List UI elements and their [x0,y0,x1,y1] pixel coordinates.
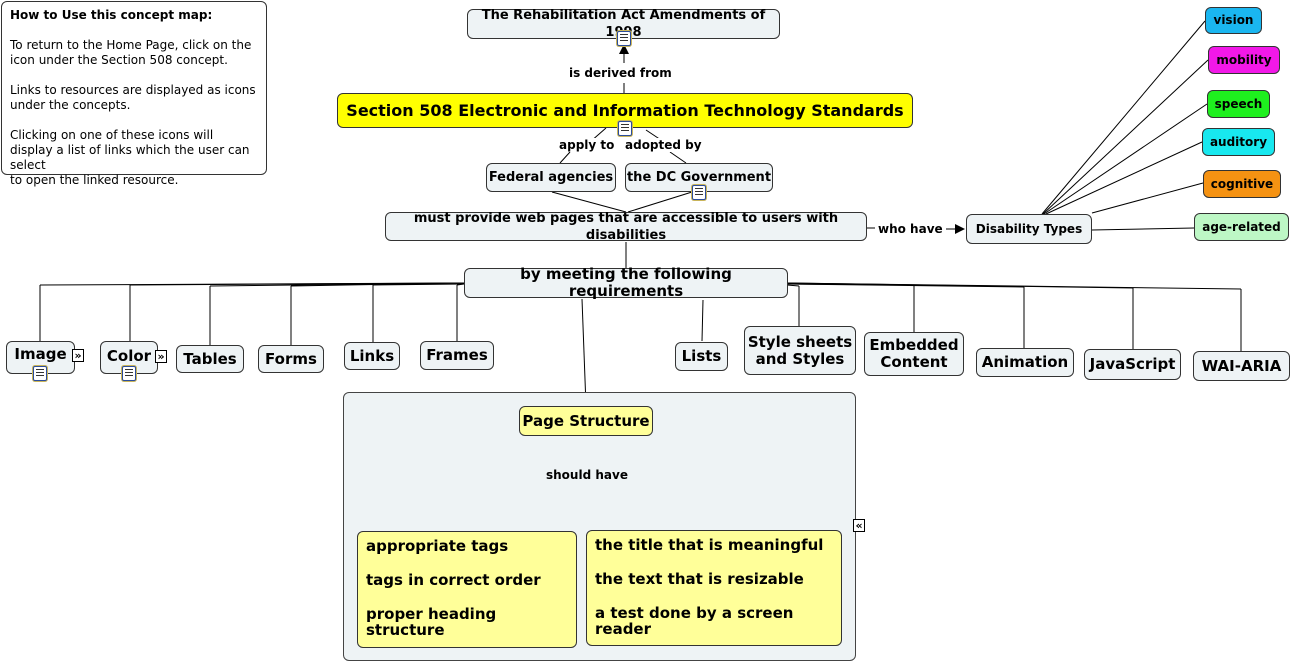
structure-list-right: the title that is meaningful the text th… [586,530,842,646]
structure-list-left: appropriate tags tags in correct order p… [357,531,577,648]
list-item: a test done by a screen reader [595,604,794,638]
collapse-double-chevron-icon[interactable]: « [853,519,865,532]
concept-requirements[interactable]: by meeting the following requirements [464,266,788,300]
help-title: How to Use this concept map: [10,8,213,22]
disability-age-related[interactable]: age-related [1194,213,1289,241]
concept-dc-government[interactable]: the DC Government [625,163,773,192]
list-item: the text that is resizable [595,570,804,588]
link-label-apply-to: apply to [556,138,618,152]
disability-speech[interactable]: speech [1207,90,1270,118]
disability-cognitive[interactable]: cognitive [1203,170,1281,198]
requirement-color[interactable]: Color [100,341,158,374]
requirement-tables[interactable]: Tables [176,345,244,373]
requirement-embedded-content[interactable]: Embedded Content [864,332,964,376]
requirement-javascript[interactable]: JavaScript [1084,349,1181,380]
requirement-links[interactable]: Links [344,342,400,370]
concept-page-structure[interactable]: Page Structure [519,406,653,436]
list-item: appropriate tags [366,537,509,555]
help-box: How to Use this concept map: To return t… [1,1,267,187]
resource-document-icon[interactable] [618,121,632,136]
requirement-wai-aria[interactable]: WAI-ARIA [1193,351,1290,381]
disability-mobility[interactable]: mobility [1208,46,1280,74]
requirement-forms[interactable]: Forms [258,345,324,373]
requirement-style-sheets[interactable]: Style sheets and Styles [744,326,856,375]
link-label-should-have: should have [543,468,631,482]
resource-document-icon[interactable] [33,366,47,381]
resource-document-icon[interactable] [617,31,631,46]
help-paragraph-3: Clicking on one of these icons will disp… [10,128,250,187]
expand-double-chevron-icon[interactable]: » [155,350,167,363]
requirement-frames[interactable]: Frames [420,341,494,370]
disability-auditory[interactable]: auditory [1202,128,1275,156]
expand-double-chevron-icon[interactable]: » [72,349,84,362]
link-label-adopted-by: adopted by [622,138,705,152]
link-label-derived: is derived from [566,66,675,80]
concept-disability-types[interactable]: Disability Types [966,214,1092,244]
list-item: the title that is meaningful [595,536,824,554]
concept-must-provide[interactable]: must provide web pages that are accessib… [385,211,867,243]
concept-federal-agencies[interactable]: Federal agencies [486,163,616,192]
help-paragraph-2: Links to resources are displayed as icon… [10,83,256,112]
list-item: proper heading structure [366,605,497,639]
list-item: tags in correct order [366,571,541,589]
disability-vision[interactable]: vision [1205,7,1262,34]
resource-document-icon[interactable] [692,185,706,200]
requirement-lists[interactable]: Lists [675,342,728,371]
help-paragraph-1: To return to the Home Page, click on the… [10,38,252,67]
link-label-who-have: who have [875,222,946,236]
requirement-animation[interactable]: Animation [976,348,1074,377]
resource-document-icon[interactable] [122,366,136,381]
requirement-image[interactable]: Image [6,341,75,374]
